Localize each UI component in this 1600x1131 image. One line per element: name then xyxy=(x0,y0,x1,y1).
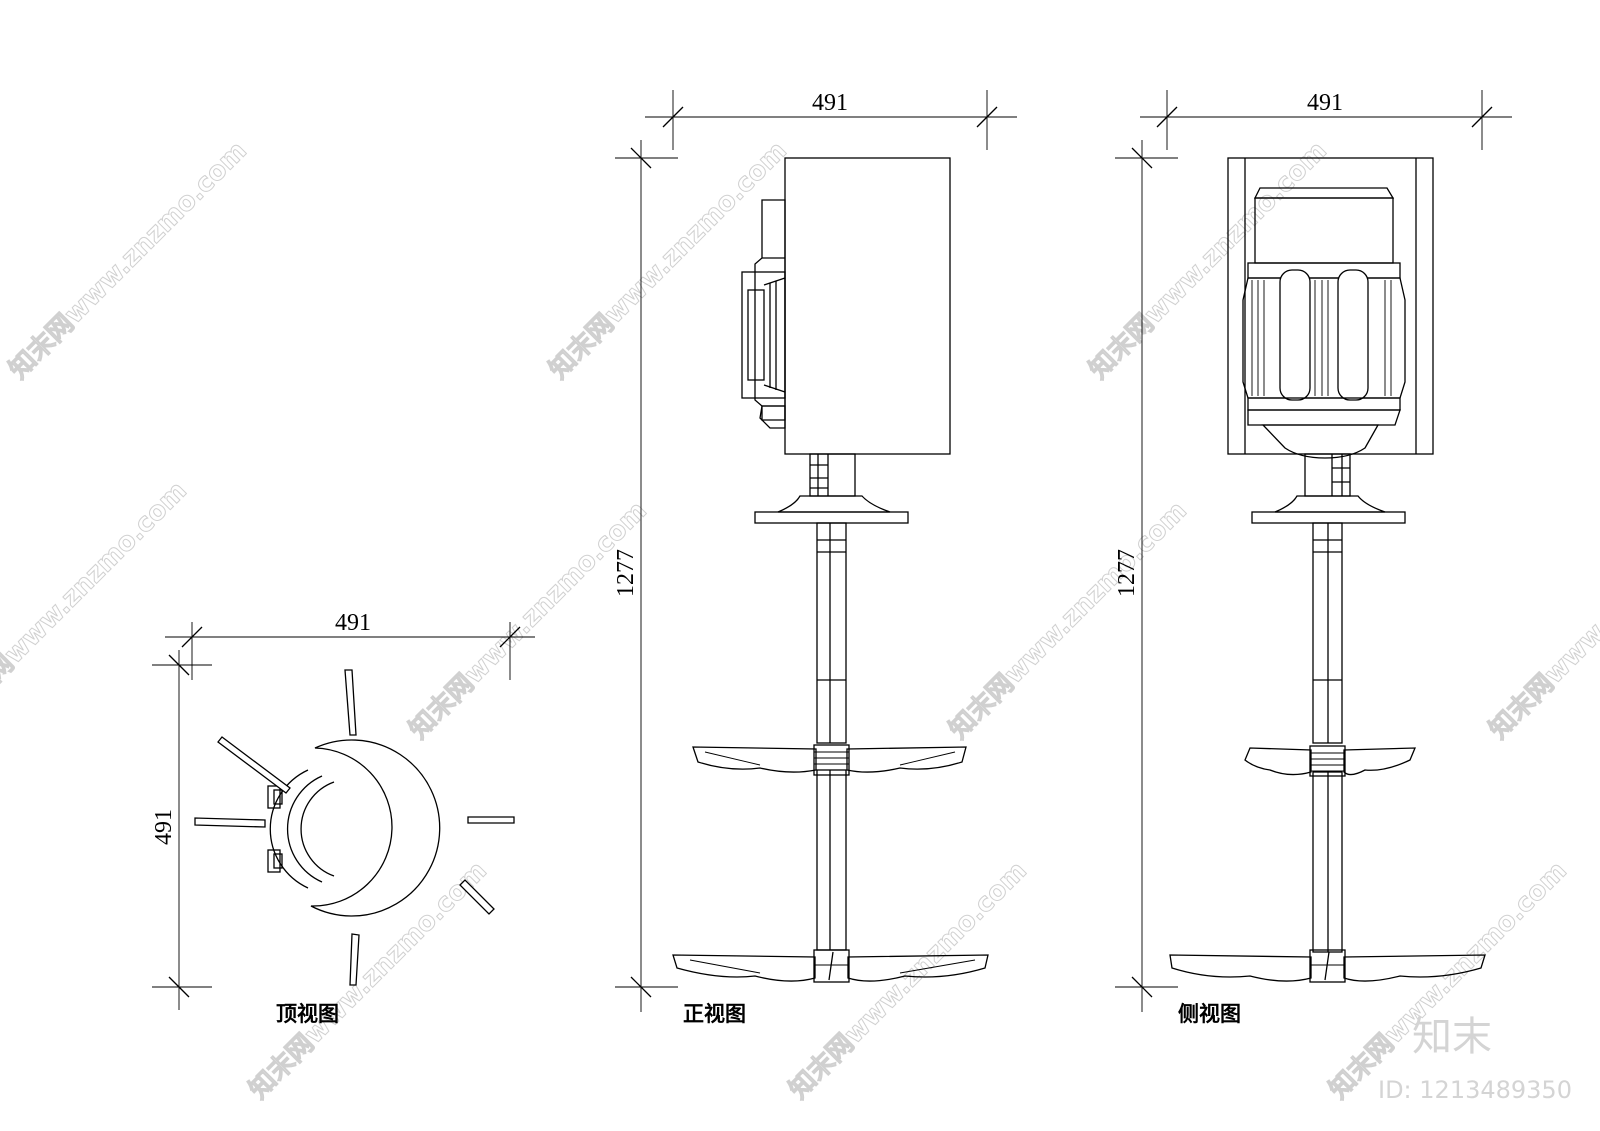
watermark-text: 知末网www.znzmo.com xyxy=(944,496,1193,745)
watermark-text: 知末网www.znzmo.com xyxy=(0,476,193,725)
top-view-width-dimension: 491 xyxy=(165,610,535,680)
top-view-ring-arc xyxy=(300,781,335,877)
top-view-ring-arc xyxy=(269,769,309,889)
front-motor-side-body xyxy=(741,199,786,429)
top-view-lug xyxy=(273,789,283,805)
front-coupling xyxy=(809,453,856,497)
side-upper-impeller xyxy=(1244,745,1416,777)
front-upper-impeller xyxy=(692,744,967,776)
side-view-height-dimension: 1277 xyxy=(1114,140,1178,1012)
side-lower-impeller xyxy=(1169,949,1486,983)
brand-logo-text: 知末 xyxy=(1412,1014,1492,1060)
side-motor-cap xyxy=(1247,187,1401,279)
front-view: 491 1277 xyxy=(613,90,1017,1026)
side-height-label: 1277 xyxy=(1114,549,1140,597)
front-view-caption: 正视图 xyxy=(683,1002,746,1026)
brand-watermark: 知末 ID: 1213489350 xyxy=(1378,1014,1572,1104)
side-view-width-dimension: 491 xyxy=(1140,90,1512,150)
side-shaft xyxy=(1312,522,1343,953)
top-view-lug xyxy=(267,849,281,873)
side-view-caption: 侧视图 xyxy=(1178,1002,1241,1026)
side-coupling xyxy=(1304,453,1351,497)
front-height-label: 1277 xyxy=(613,549,639,597)
front-view-height-dimension: 1277 xyxy=(613,140,678,1012)
front-lower-impeller xyxy=(672,949,989,983)
front-shaft xyxy=(816,522,847,951)
side-motor-body xyxy=(1242,269,1406,411)
side-flange xyxy=(1251,495,1406,524)
top-depth-label: 491 xyxy=(151,809,177,845)
image-id-label: ID: 1213489350 xyxy=(1378,1076,1572,1104)
side-view: 491 1277 xyxy=(1114,90,1512,1026)
front-motor-housing xyxy=(784,157,951,455)
top-view-depth-dimension: 491 xyxy=(151,650,212,1010)
front-flange xyxy=(754,495,909,524)
top-view-crescent-body xyxy=(310,739,441,917)
watermark-text: 知末网www.znzmo.com xyxy=(244,856,493,1105)
side-reducer xyxy=(1247,409,1401,459)
top-view: 491 491 顶视图 xyxy=(151,610,535,1026)
watermark-text: 知末网www.znzmo.com xyxy=(1484,496,1600,745)
top-width-label: 491 xyxy=(335,610,371,636)
front-width-label: 491 xyxy=(812,90,848,116)
watermark-text: 知末网www.znzmo.com xyxy=(4,136,253,385)
watermark-text: 知末网www.znzmo.com xyxy=(784,856,1033,1105)
watermark-text: 知末网www.znzmo.com xyxy=(404,496,653,745)
top-view-blades xyxy=(194,669,515,986)
side-width-label: 491 xyxy=(1307,90,1343,116)
top-view-lug xyxy=(273,853,283,869)
top-view-lug xyxy=(267,785,281,809)
top-view-caption: 顶视图 xyxy=(276,1002,339,1026)
top-view-ring-arc xyxy=(286,775,323,883)
front-view-width-dimension: 491 xyxy=(645,90,1017,150)
